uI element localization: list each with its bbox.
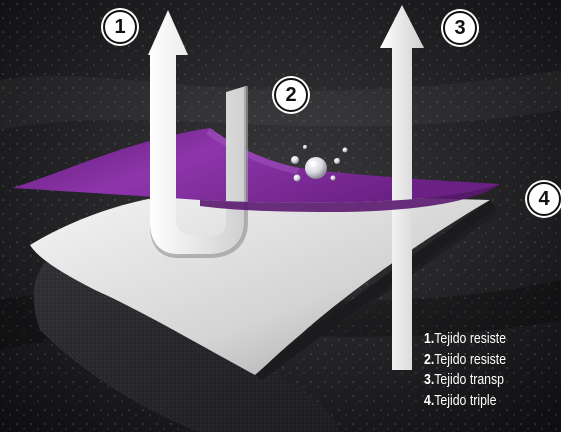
badge-1: 1 xyxy=(103,10,137,44)
legend-item: 1.Tejido resiste xyxy=(424,329,506,350)
legend-item: 4.Tejido triple xyxy=(424,391,506,412)
badge-4: 4 xyxy=(527,182,561,216)
legend: 1.Tejido resiste 2.Tejido resiste 3.Teji… xyxy=(424,329,506,411)
badge-2: 2 xyxy=(274,78,308,112)
badge-3: 3 xyxy=(443,11,477,45)
legend-item: 2.Tejido resiste xyxy=(424,350,506,371)
legend-item: 3.Tejido transp xyxy=(424,370,506,391)
